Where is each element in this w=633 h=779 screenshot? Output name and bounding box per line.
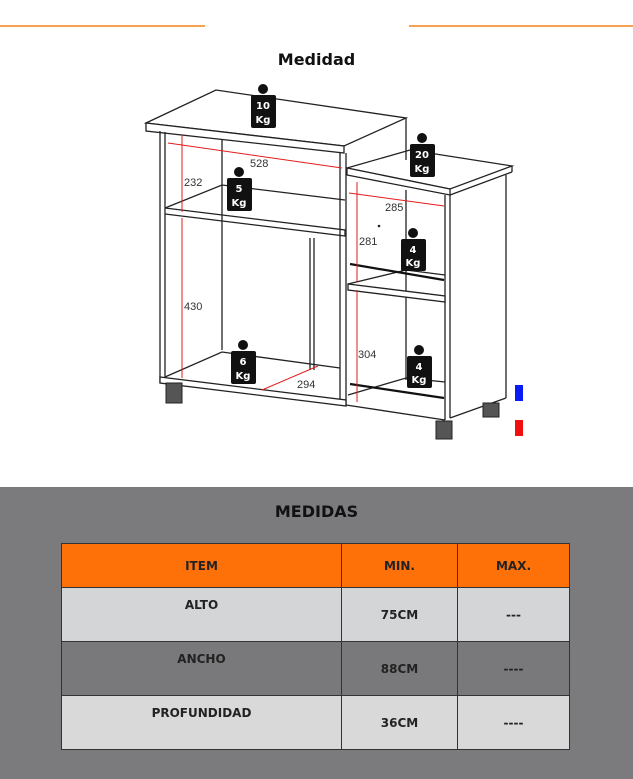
- cell-min: 36CM: [341, 695, 458, 750]
- svg-text:4: 4: [416, 362, 423, 373]
- dimension-430: 430: [184, 301, 202, 313]
- medidas-title: MEDIDAS: [274, 502, 359, 521]
- svg-text:Kg: Kg: [232, 198, 247, 209]
- dimension-294: 294: [297, 379, 315, 391]
- table-header-row: ITEM MIN. MAX.: [61, 543, 570, 588]
- dimension-304: 304: [358, 349, 376, 361]
- table-row: PROFUNDIDAD 36CM ----: [61, 695, 570, 750]
- decorative-line-left: [0, 25, 205, 27]
- cell-item: ANCHO: [61, 641, 342, 696]
- leg: [435, 420, 453, 440]
- svg-text:Kg: Kg: [412, 375, 427, 386]
- header-item: ITEM: [61, 543, 342, 588]
- dimension-281: 281: [359, 236, 377, 248]
- color-swatch-blue: [515, 385, 523, 401]
- decorative-line-right: [409, 25, 633, 27]
- cell-max: ----: [457, 641, 570, 696]
- header-min: MIN.: [341, 543, 458, 588]
- dimension-232: 232: [184, 177, 202, 189]
- medidas-table: ITEM MIN. MAX. ALTO 75CM --- ANCHO 88CM …: [61, 543, 570, 750]
- cell-max: ---: [457, 587, 570, 642]
- weight-icon-6kg: 6Kg: [231, 340, 256, 384]
- cell-min: 75CM: [341, 587, 458, 642]
- svg-text:Kg: Kg: [406, 258, 421, 269]
- cell-item: ALTO: [61, 587, 342, 642]
- svg-text:6: 6: [240, 357, 247, 368]
- svg-text:Kg: Kg: [415, 164, 430, 175]
- cell-min: 88CM: [341, 641, 458, 696]
- dimension-285: 285: [385, 202, 403, 214]
- leg: [165, 382, 183, 404]
- cell-item: PROFUNDIDAD: [61, 695, 342, 750]
- leg: [482, 402, 500, 418]
- color-swatch-red: [515, 420, 523, 436]
- svg-text:20: 20: [415, 150, 429, 161]
- diagram-title: Medidad: [277, 50, 356, 69]
- svg-text:10: 10: [256, 101, 270, 112]
- dimension-528: 528: [250, 158, 268, 170]
- weight-icon-4kg: 4Kg: [407, 345, 432, 388]
- svg-text:5: 5: [236, 184, 243, 195]
- svg-text:Kg: Kg: [236, 371, 251, 382]
- table-row: ALTO 75CM ---: [61, 587, 570, 642]
- weight-icon-4kg: 4Kg: [401, 228, 426, 271]
- weight-icon-5kg: 5Kg: [227, 167, 252, 211]
- cell-max: ----: [457, 695, 570, 750]
- header-max: MAX.: [457, 543, 570, 588]
- table-row: ANCHO 88CM ----: [61, 641, 570, 696]
- svg-text:4: 4: [410, 245, 417, 256]
- svg-text:Kg: Kg: [256, 115, 271, 126]
